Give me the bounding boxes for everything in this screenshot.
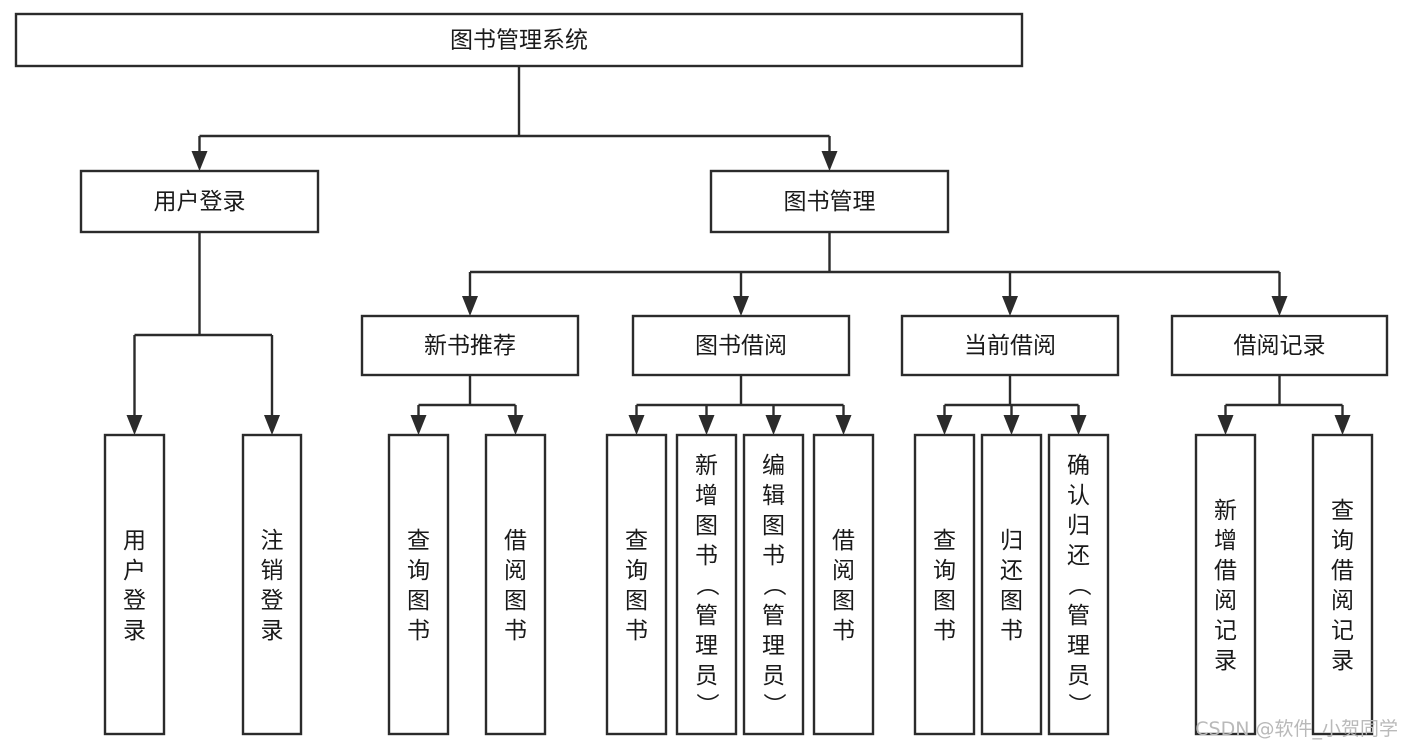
connector-layer xyxy=(126,66,1351,435)
node-l_cb_return_book[interactable]: 归还图书 xyxy=(980,433,1043,736)
node-n_new_book_rec[interactable]: 新书推荐 xyxy=(360,314,580,377)
node-l_bb_borrow_book[interactable]: 借阅图书 xyxy=(812,433,875,736)
node-root[interactable]: 图书管理系统 xyxy=(14,12,1024,68)
node-l_br_query_record[interactable]: 查询借阅记录 xyxy=(1311,433,1374,736)
node-n_user_login[interactable]: 用户登录 xyxy=(79,169,320,234)
node-label: 新增图书（管理员） xyxy=(695,453,720,719)
node-label: 查询图书 xyxy=(933,528,956,644)
node-l_cb_query_book[interactable]: 查询图书 xyxy=(913,433,976,736)
connector-bus-user-login xyxy=(126,232,280,435)
node-layer: 图书管理系统用户登录图书管理新书推荐图书借阅当前借阅借阅记录用户登录注销登录查询… xyxy=(14,12,1389,736)
node-n_book_borrow[interactable]: 图书借阅 xyxy=(631,314,851,377)
connector-bus-borrow-record xyxy=(1217,375,1351,435)
node-l_bb_edit_book[interactable]: 编辑图书（管理员） xyxy=(742,433,805,736)
connector-bus-book-mgmt xyxy=(462,232,1288,316)
connector-bus-root xyxy=(191,66,838,171)
node-l_user_logout[interactable]: 注销登录 xyxy=(241,433,303,736)
node-label: 图书借阅 xyxy=(695,333,787,359)
node-label: 用户登录 xyxy=(123,528,146,644)
node-l_rec_query_book[interactable]: 查询图书 xyxy=(387,433,450,736)
node-l_user_login[interactable]: 用户登录 xyxy=(103,433,166,736)
node-label: 当前借阅 xyxy=(964,333,1056,359)
node-n_book_mgmt[interactable]: 图书管理 xyxy=(709,169,950,234)
node-label: 查询图书 xyxy=(625,528,648,644)
node-label: 编辑图书（管理员） xyxy=(762,453,787,719)
node-l_bb_add_book[interactable]: 新增图书（管理员） xyxy=(675,433,738,736)
node-label: 图书管理系统 xyxy=(450,28,588,54)
node-label: 借阅记录 xyxy=(1234,333,1326,359)
node-l_rec_borrow_book[interactable]: 借阅图书 xyxy=(484,433,547,736)
node-label: 注销登录 xyxy=(261,528,284,644)
connector-bus-current-borrow xyxy=(936,375,1087,435)
csdn-watermark: CSDN @软件_小贺同学 xyxy=(1195,718,1398,740)
node-label: 新增借阅记录 xyxy=(1214,498,1237,674)
node-label: 借阅图书 xyxy=(504,528,527,644)
node-label: 用户登录 xyxy=(154,189,246,215)
node-n_current_borrow[interactable]: 当前借阅 xyxy=(900,314,1120,377)
connector-bus-new-book-rec xyxy=(410,375,524,435)
node-l_br_add_record[interactable]: 新增借阅记录 xyxy=(1194,433,1257,736)
node-label: 图书管理 xyxy=(784,189,876,215)
node-label: 查询借阅记录 xyxy=(1331,498,1354,674)
node-label: 新书推荐 xyxy=(424,333,516,359)
node-label: 查询图书 xyxy=(407,528,430,644)
node-l_bb_query_book[interactable]: 查询图书 xyxy=(605,433,668,736)
node-n_borrow_record[interactable]: 借阅记录 xyxy=(1170,314,1389,377)
node-label: 借阅图书 xyxy=(832,528,855,644)
node-l_cb_confirm_return[interactable]: 确认归还（管理员） xyxy=(1047,433,1110,736)
node-label: 归还图书 xyxy=(1000,528,1023,644)
connector-bus-book-borrow xyxy=(628,375,852,435)
node-label: 确认归还（管理员） xyxy=(1067,453,1092,719)
